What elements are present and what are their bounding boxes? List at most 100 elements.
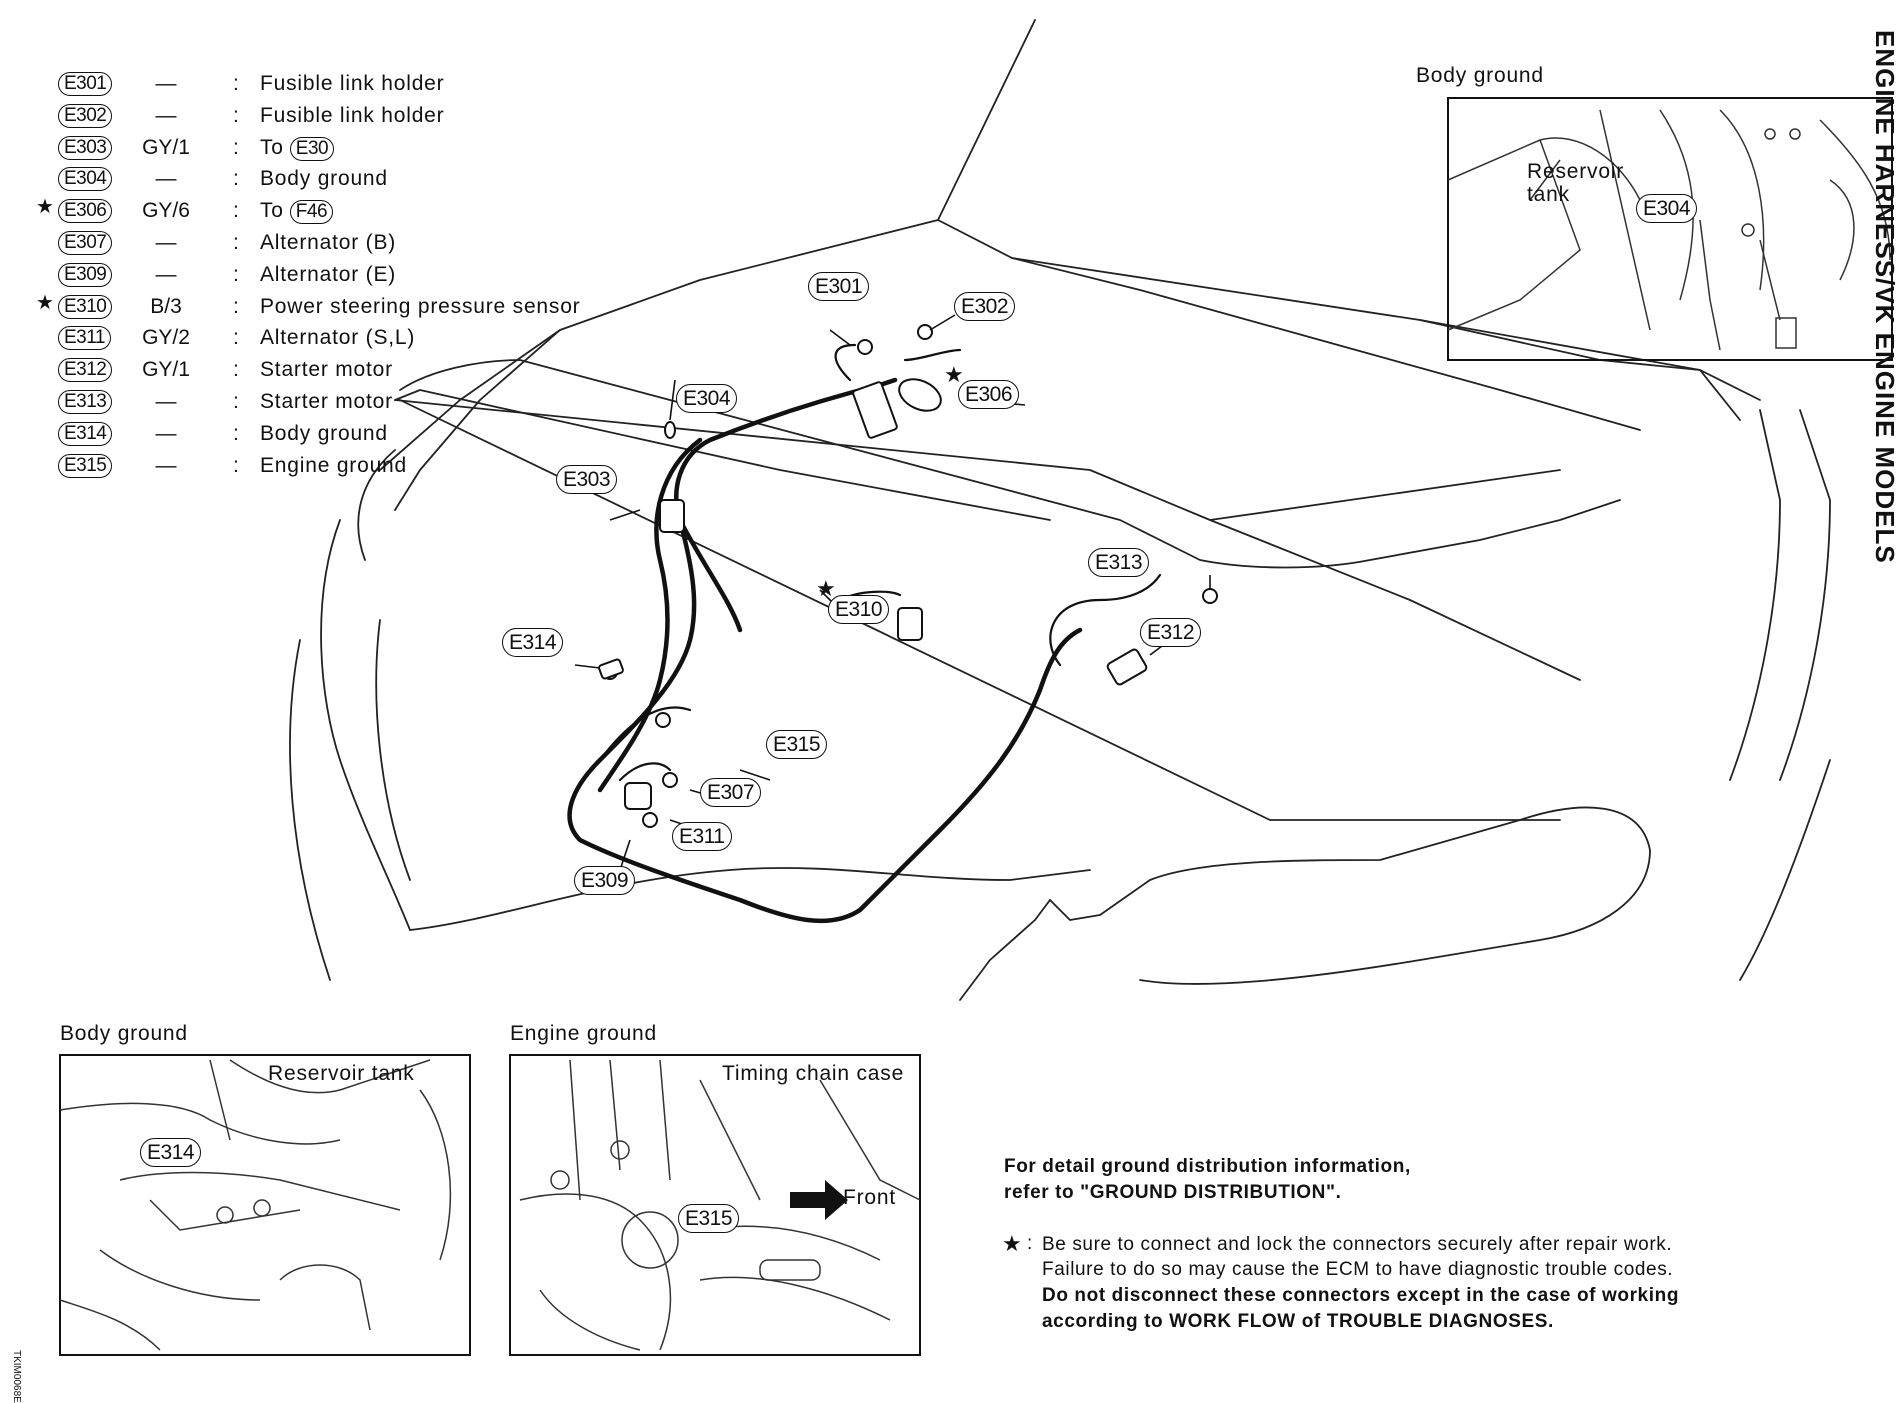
separator: : [233,262,239,286]
wire-color: — [155,453,177,477]
callout-e315: E315 [766,730,828,759]
separator: : [233,199,239,223]
separator: : [233,135,239,159]
wire-color: B/3 [150,294,182,318]
inset-callout-e304: E304 [1636,194,1698,223]
wire-color: GY/2 [142,326,190,350]
connector-description: Alternator (S,L) [260,322,415,354]
inset-callout-e315: E315 [678,1204,740,1233]
description-text: Alternator (B) [260,230,397,254]
connector-id: E312 [58,358,113,383]
star-icon: ★ [1002,1231,1023,1256]
separator: : [233,326,239,350]
description-text: To [260,135,284,159]
wire-color: — [155,230,177,254]
callout-e310: E310 [828,595,890,624]
caution-line3: Do not disconnect these connectors excep… [1042,1285,1680,1306]
note-colon: : [1027,1233,1033,1254]
star-marker: ★ [944,362,964,387]
reservoir-label: tank [1527,183,1570,206]
wire-color: — [155,389,177,413]
target-connector: F46 [289,200,334,225]
connector-id: E309 [58,262,113,287]
reservoir-tank-label: Reservoir tank [268,1062,415,1085]
connector-id: E314 [58,421,113,446]
description-text: Alternator (E) [260,262,397,286]
caution-line4: according to WORK FLOW of TROUBLE DIAGNO… [1042,1311,1554,1332]
connector-id: E310 [58,294,113,319]
star-marker: ★ [816,576,836,601]
separator: : [233,72,239,95]
wire-color: — [155,103,177,127]
connector-description: Starter motor [260,354,393,386]
callout-e303: E303 [556,465,618,494]
reservoir-label: Reservoir [1527,160,1625,183]
connector-id: E311 [58,326,111,351]
wire-color: GY/6 [142,199,190,223]
connector-description: Alternator (B) [260,227,396,259]
callout-e304: E304 [676,384,738,413]
inset-title-body-ground-bottom: Body ground [60,1022,188,1045]
separator: : [233,167,239,191]
front-arrow-icon [790,1180,848,1220]
inset-title-engine-ground: Engine ground [510,1022,658,1045]
star-marker: ★ [36,196,54,219]
separator: : [233,230,239,254]
description-text: Engine ground [260,453,408,477]
connector-id: E304 [58,167,113,192]
connector-description: Body ground [260,418,388,450]
callout-e307: E307 [700,778,762,807]
connector-id: E302 [58,103,113,128]
separator: : [233,453,239,477]
connector-description: Fusible link holder [260,68,444,100]
star-marker: ★ [36,291,54,314]
connector-id: E301 [58,72,113,96]
connector-description: Power steering pressure sensor [260,291,580,323]
callout-e301: E301 [808,272,870,301]
description-text: Starter motor [260,389,393,413]
target-connector: E30 [289,136,335,161]
separator: : [233,294,239,318]
separator: : [233,103,239,127]
ground-note-line2: refer to "GROUND DISTRIBUTION". [1004,1182,1342,1203]
front-label: Front [843,1186,897,1209]
connector-description: Starter motor [260,386,393,418]
connector-description: Fusible link holder [260,100,444,132]
description-text: Starter motor [260,358,393,382]
callout-e309: E309 [574,866,636,895]
figure-code: TKIM0068E [11,1350,22,1403]
connector-description: Body ground [260,163,388,195]
connector-id: E313 [58,389,113,414]
callout-e313: E313 [1088,548,1150,577]
timing-chain-case-label: Timing chain case [722,1062,905,1085]
wire-color: — [155,421,177,445]
wire-color: — [155,262,177,286]
description-text: To [260,199,284,223]
separator: : [233,421,239,445]
inset-callout-e314: E314 [140,1138,202,1167]
description-text: Fusible link holder [260,103,445,127]
connector-id: E315 [58,453,113,478]
connector-description: Alternator (E) [260,259,396,291]
description-text: Power steering pressure sensor [260,294,581,318]
wire-color: GY/1 [142,358,190,382]
caution-line1: Be sure to connect and lock the connecto… [1042,1234,1673,1255]
connector-id: E303 [58,135,113,160]
wire-color: — [155,72,177,95]
connector-id: E307 [58,230,113,255]
description-text: Body ground [260,421,388,445]
inset-title-body-ground-top: Body ground [1416,64,1544,87]
caution-line2: Failure to do so may cause the ECM to ha… [1042,1259,1674,1280]
callout-e306: E306 [958,380,1020,409]
description-text: Fusible link holder [260,72,445,95]
callout-e302: E302 [954,292,1016,321]
section-title: ENGINE HARNESS/VK ENGINE MODELS [1870,30,1900,564]
ground-note-line1: For detail ground distribution informati… [1004,1156,1411,1177]
connector-id: E306 [58,199,113,224]
callout-e314: E314 [502,628,564,657]
description-text: Alternator (S,L) [260,326,416,350]
wire-color: — [155,167,177,191]
